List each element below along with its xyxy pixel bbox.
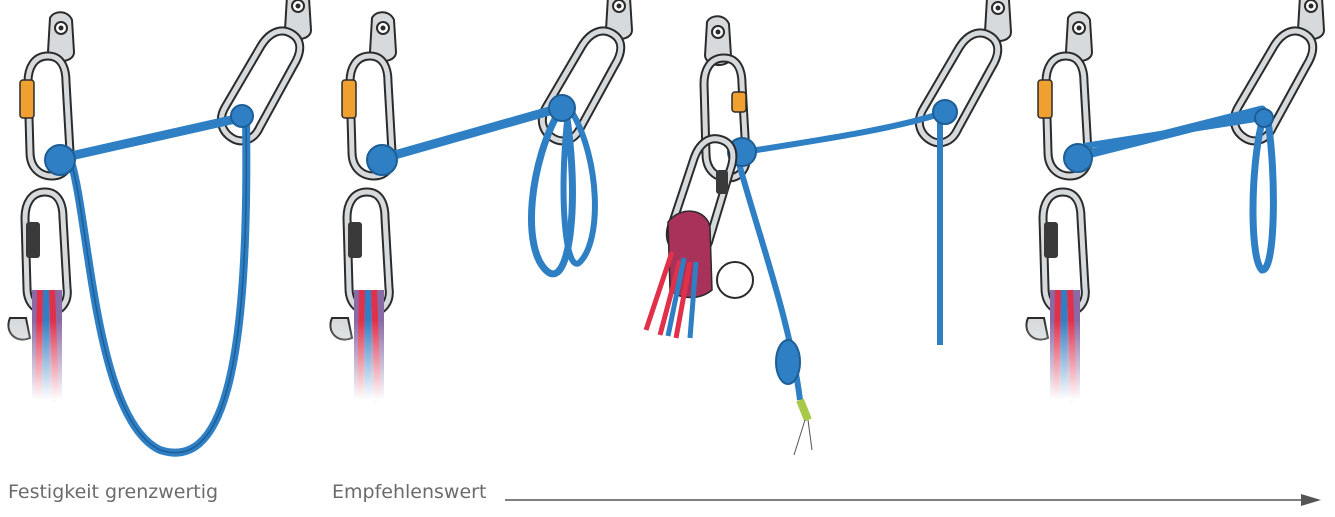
sling-anchor-tied-tail-icon: [1018, 0, 1324, 400]
sling-anchor-long-loop-icon: [0, 0, 311, 453]
sling-anchor-tied-loop-icon: [322, 0, 632, 400]
rope-anchor-clove-hitch-icon: [646, 0, 1011, 455]
caption-strength-borderline: Festigkeit grenzwertig: [8, 481, 218, 503]
caption-recommended: Empfehlenswert: [332, 481, 486, 503]
arrow-right-icon: [505, 492, 1323, 508]
